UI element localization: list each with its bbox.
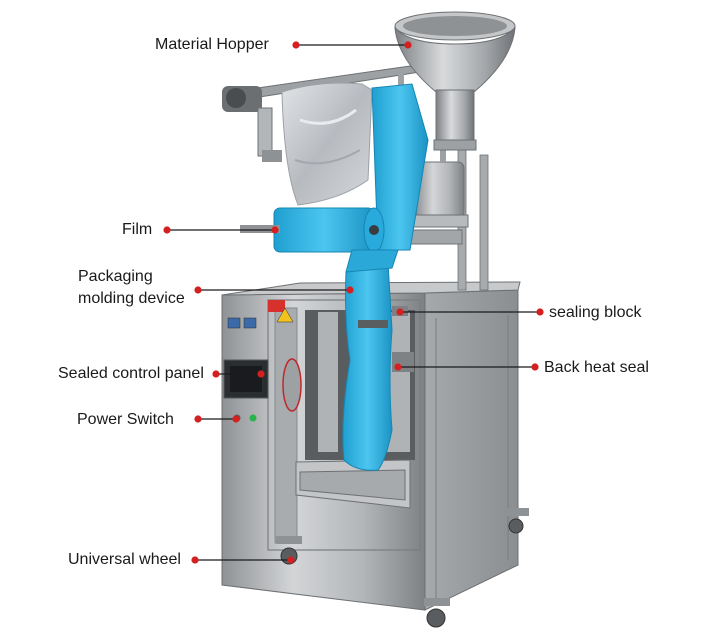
label-sealed-control-panel: Sealed control panel	[58, 365, 204, 382]
callout-back-heat-seal	[394, 363, 539, 371]
label-power-switch: Power Switch	[77, 411, 174, 428]
wheel-rear-right	[505, 508, 529, 534]
label-material-hopper: Material Hopper	[155, 36, 269, 53]
callout-packaging-molding	[194, 286, 354, 294]
callout-universal-wheel	[191, 556, 295, 564]
label-universal-wheel: Universal wheel	[68, 551, 181, 568]
upper-frame	[222, 65, 489, 291]
silver-film	[281, 82, 373, 206]
callout-control-panel	[212, 370, 265, 378]
material-hopper	[394, 11, 516, 151]
label-packaging-molding-device: Packaging molding device	[78, 266, 185, 310]
callout-power-switch	[194, 415, 240, 423]
label-packaging-line1: Packaging	[78, 268, 153, 285]
label-film: Film	[122, 221, 153, 238]
blue-film	[240, 83, 429, 471]
label-packaging-line2: molding device	[78, 290, 185, 307]
callout-lines	[163, 41, 544, 564]
callout-film	[163, 226, 279, 234]
label-sealing-block: sealing block	[549, 304, 642, 321]
callout-material-hopper	[292, 41, 412, 49]
wheel-front-right	[424, 598, 450, 628]
label-back-heat-seal: Back heat seal	[544, 359, 649, 376]
callout-sealing-block	[396, 308, 544, 316]
